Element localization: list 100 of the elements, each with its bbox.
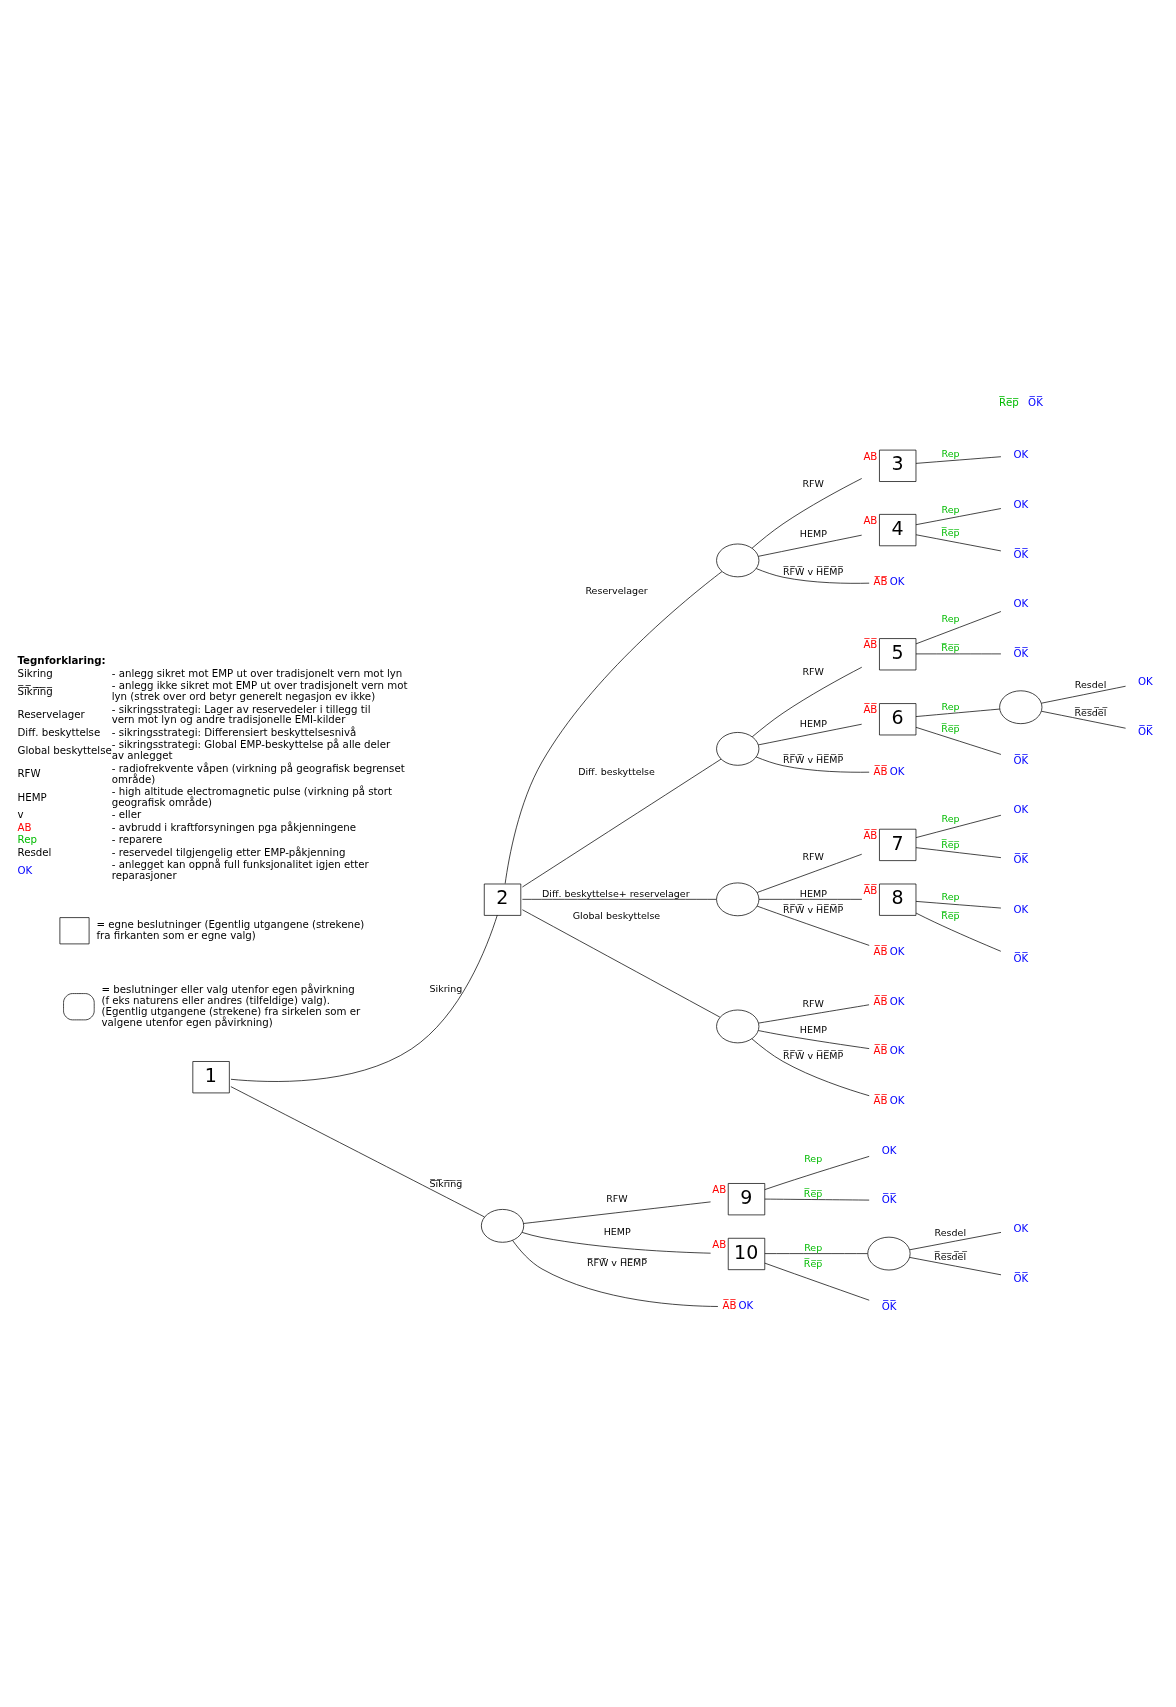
connector xyxy=(755,568,870,584)
label: OK xyxy=(17,864,33,876)
node-text: OK xyxy=(1013,598,1029,610)
edge-label: R̅F̅W̅ v H̅E̅M̅P̅ xyxy=(783,1049,844,1061)
node-text: O̅K̅ xyxy=(1013,548,1029,560)
edge-label: HEMP xyxy=(799,717,827,729)
edge-label: Sikring xyxy=(429,982,463,994)
label: S̅i̅k̅r̅i̅n̅g̅ xyxy=(17,685,53,697)
label: Resdel xyxy=(17,846,52,858)
edge-label: R̅e̅p̅ xyxy=(803,1187,823,1199)
node-text: OK xyxy=(889,765,905,777)
node-label: A̅B̅ xyxy=(873,576,888,588)
connector xyxy=(751,478,863,549)
connector xyxy=(751,1038,870,1097)
connector xyxy=(915,534,1002,552)
label: - sikringsstrategi: Lager av reservedeler i tillegg til vern mot lyn og andre tradisjonelle EMI-kilder xyxy=(111,703,371,726)
connector xyxy=(915,456,1002,464)
label: - anlegg ikke sikret mot EMP ut over tradisjonelt vern mot lyn (strek over ord betyr generelt negasjon ev ikke) xyxy=(111,680,408,703)
label: O̅K̅ xyxy=(1028,396,1043,408)
node-box: 2 xyxy=(483,883,522,916)
node-circle xyxy=(716,1009,760,1044)
label: - anlegget kan oppnå full funksjonalitet igjen etter reparasjoner xyxy=(111,859,369,882)
node-text: OK xyxy=(889,995,905,1007)
connector xyxy=(522,909,721,1018)
node-circle xyxy=(716,882,760,917)
connector xyxy=(756,905,870,946)
edge-label: Rep xyxy=(941,891,960,903)
node-box: 3 xyxy=(879,449,917,482)
edge-label: R̅e̅p̅ xyxy=(941,910,960,922)
node-text: OK xyxy=(889,1045,905,1057)
node-label: A̅B̅ xyxy=(873,995,888,1007)
node-box: 6 xyxy=(879,703,917,736)
edge-label: S̅i̅k̅r̅i̅n̅g̅ xyxy=(429,1178,463,1190)
edge-label: Rep xyxy=(941,447,960,459)
connector xyxy=(915,847,1002,858)
node-text: OK xyxy=(1013,498,1029,510)
node-text: OK xyxy=(1138,676,1153,688)
node-text: O̅K̅ xyxy=(1138,726,1153,738)
connector xyxy=(915,901,1002,909)
node-circle xyxy=(716,732,760,766)
connector xyxy=(521,1232,711,1254)
edge-label: R̅e̅p̅ xyxy=(803,1258,823,1270)
connector xyxy=(915,611,1002,645)
node-label: A̅B̅ xyxy=(722,1300,737,1312)
edge-label: Global beskyttelse xyxy=(572,909,661,921)
connector xyxy=(764,1253,868,1254)
node-text: OK xyxy=(1013,449,1029,461)
node-text: OK xyxy=(889,1095,905,1107)
node-label: AB xyxy=(863,515,878,527)
label: - eller xyxy=(111,809,142,821)
node-text: O̅K̅ xyxy=(881,1301,897,1312)
edge-label: RFW xyxy=(802,666,824,678)
edge-label: Reservelager xyxy=(585,585,648,597)
label: - sikringsstrategi: Differensiert beskyttelsesnivå xyxy=(111,726,357,738)
label: - avbrudd i kraftforsyningen pga påkjenningene xyxy=(111,821,357,833)
label: - high altitude electromagnetic pulse (virkning på stort geografisk område) xyxy=(111,786,393,808)
connector xyxy=(915,814,1002,838)
connector xyxy=(751,666,863,738)
label: v xyxy=(17,809,24,821)
edge-label: R̅e̅p̅ xyxy=(941,722,960,734)
connector xyxy=(909,1232,1002,1251)
connector xyxy=(909,1257,1002,1276)
node-text: O̅K̅ xyxy=(1013,1272,1029,1284)
edge-label: Diff. beskyttelse xyxy=(578,766,655,778)
label: R̅e̅p̅ xyxy=(998,396,1019,408)
connector xyxy=(1041,710,1126,729)
edge-label: R̅e̅p̅ xyxy=(941,526,960,538)
node-text: OK xyxy=(1013,903,1029,915)
connector xyxy=(512,1240,719,1307)
edge-label: Rep xyxy=(941,700,960,712)
node-label: A̅B̅ xyxy=(873,946,888,957)
label: RFW xyxy=(17,768,41,780)
node-box: 8 xyxy=(879,883,917,916)
edge-label: RFW xyxy=(802,851,824,863)
label: Rep xyxy=(17,834,37,846)
edge-label: R̅F̅W̅ v H̅E̅M̅P̅ xyxy=(783,754,844,766)
edge-label: HEMP xyxy=(799,1023,827,1035)
node-text: O̅K̅ xyxy=(1013,647,1029,659)
edge-label: R̅e̅p̅ xyxy=(941,838,960,850)
node-box: 4 xyxy=(879,514,917,547)
label: Sikring xyxy=(17,667,53,679)
edge-label: Resdel xyxy=(1074,678,1107,690)
edge-label: HEMP xyxy=(799,528,827,540)
node-text: O̅K̅ xyxy=(1013,853,1029,865)
edge-label: Rep xyxy=(941,503,960,515)
node-label: AB xyxy=(863,450,878,462)
node-box: 9 xyxy=(727,1183,766,1216)
edge-label: RFW xyxy=(802,477,824,489)
node-label: AB xyxy=(712,1184,727,1196)
edge-label: Rep xyxy=(941,813,960,825)
connector xyxy=(915,508,1002,526)
node-text: O̅K̅ xyxy=(1013,953,1029,965)
edge-label: Resdel xyxy=(934,1227,967,1239)
label: Diff. beskyttelse xyxy=(17,726,101,738)
connector xyxy=(758,1030,870,1049)
connector xyxy=(230,1086,485,1218)
label: Reservelager xyxy=(17,708,85,720)
label: HEMP xyxy=(17,791,47,803)
connector xyxy=(504,571,723,884)
edge-label: R̅F̅W̅ v H̅E̅M̅P̅ xyxy=(783,565,844,577)
